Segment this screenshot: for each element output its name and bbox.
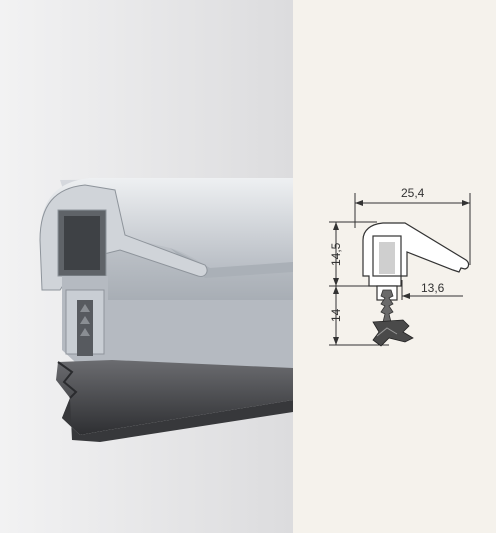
arrowheads (333, 200, 470, 345)
dimension-label-14-5: 14,5 (329, 242, 343, 266)
dimension-label-13-6: 13,6 (421, 281, 445, 295)
cross-section-drawing: 25,4 14,5 14 13,6 (329, 186, 471, 347)
profile-outline (362, 222, 470, 301)
dimension-label-14: 14 (329, 308, 343, 322)
seal-section (372, 289, 414, 347)
dimension-label-25-4: 25,4 (401, 186, 425, 200)
technical-drawing-panel: 25,4 14,5 14 13,6 (293, 0, 496, 533)
profile-photo (0, 0, 293, 533)
